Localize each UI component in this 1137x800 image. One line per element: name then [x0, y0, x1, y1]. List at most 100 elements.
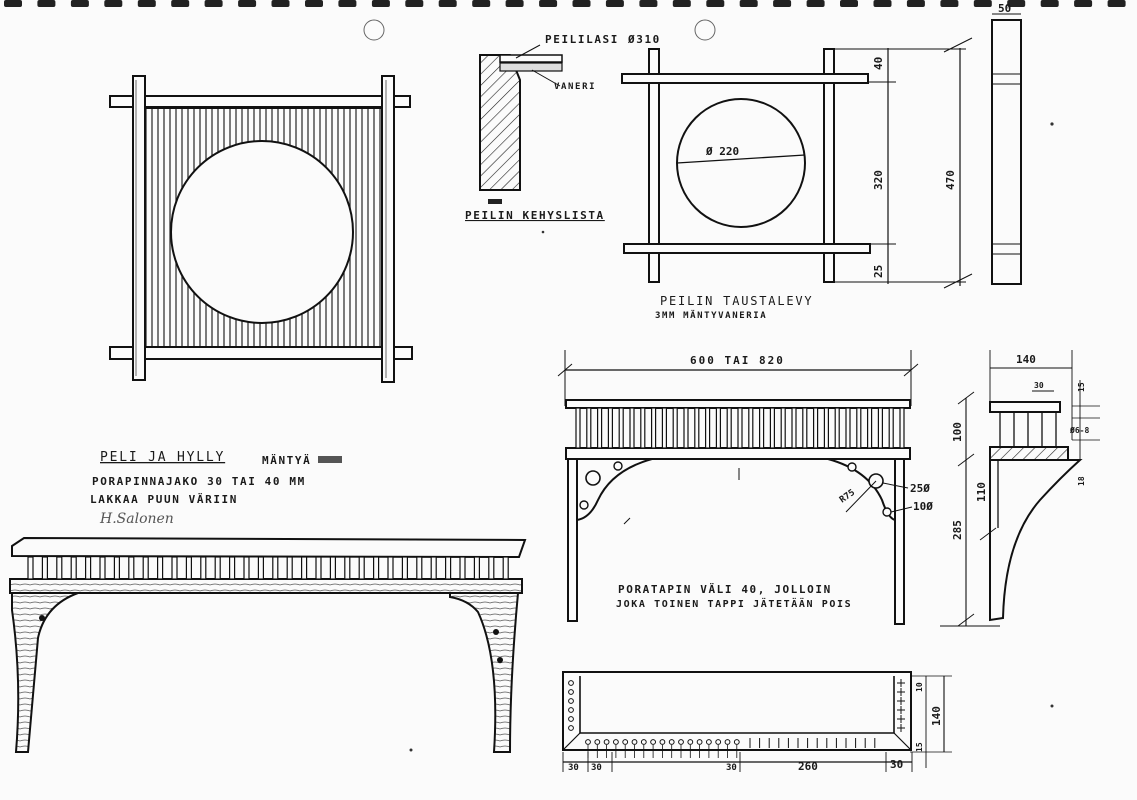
sketch-dowel — [301, 556, 308, 580]
sketch-dowel — [142, 556, 149, 580]
plan-hole — [631, 739, 638, 745]
dim-total: 470 — [944, 170, 957, 190]
circle-diameter: Ø 220 — [705, 145, 739, 158]
punch-hole-mark — [694, 19, 716, 41]
front-dowel — [791, 407, 797, 449]
binding-hole — [739, 0, 758, 7]
binding-hole — [906, 0, 925, 7]
binding-hole — [104, 0, 123, 7]
sketch-dowel — [257, 556, 264, 580]
sketch-dowel — [502, 556, 509, 580]
backboard-top-rail — [621, 73, 869, 84]
sketch-dowel — [459, 556, 466, 580]
mirror-circle-opening — [170, 140, 354, 324]
sketch-dowel — [272, 556, 279, 580]
side-bracket-upper: 110 — [975, 482, 988, 502]
plan-dim-b: 30 — [591, 763, 602, 773]
sketch-dowel — [430, 556, 437, 580]
sketch-dowel — [373, 556, 380, 580]
plan-dim-a: 30 — [568, 763, 579, 773]
sketch-dowel — [157, 556, 164, 580]
binding-hole — [1107, 0, 1126, 7]
side-offset: 30 — [1034, 381, 1044, 390]
notes-title: PELI JA HYLLY — [100, 450, 225, 465]
front-dowel — [834, 407, 840, 449]
dim-bottom: 25 — [872, 265, 885, 278]
sketch-dowel — [56, 556, 63, 580]
front-dowel — [737, 407, 743, 449]
plan-hole — [659, 739, 666, 745]
binding-holes-strip — [4, 0, 1126, 7]
plan-hole — [668, 739, 675, 745]
binding-hole — [204, 0, 223, 7]
plan-hole — [568, 716, 574, 722]
sketch-dowel — [315, 556, 322, 580]
front-dowel — [845, 407, 851, 449]
sketch-dowel — [286, 556, 293, 580]
side-bracket-total: 285 — [951, 520, 964, 540]
backboard-right-stile — [823, 48, 835, 283]
glass-diameter: Ø310 — [627, 33, 661, 46]
sketch-dowel — [416, 556, 423, 580]
hole-small-dia: 10Ø — [913, 500, 933, 513]
binding-hole — [505, 0, 524, 7]
plan-hole — [622, 739, 629, 745]
sketch-left-bracket — [11, 592, 79, 753]
side-rail-height: 100 — [951, 422, 964, 442]
sketch-dowel — [41, 556, 49, 580]
sketch-dowel — [84, 556, 92, 580]
side-dowel-dia: Ø6-8 — [1069, 425, 1089, 435]
front-dowel — [715, 407, 722, 449]
binding-hole — [137, 0, 156, 7]
shelf-width-dim: 600 TAI 820 — [690, 354, 785, 367]
sketch-dowel — [70, 556, 77, 580]
plan-hole — [585, 739, 591, 745]
front-right-bracket — [827, 458, 896, 521]
plan-hole — [603, 739, 610, 745]
front-dowel — [866, 407, 873, 449]
front-shelf-board — [565, 447, 911, 460]
plan-hole — [640, 739, 647, 745]
glass-label: PEILILASI — [545, 33, 619, 46]
sketch-dowel — [128, 556, 135, 580]
dowel-note-line2: JOKA TOINEN TAPPI JÄTETÄÄN POIS — [616, 596, 852, 610]
mirror-left-stile — [132, 75, 146, 381]
plan-dim-mid: 260 — [798, 760, 818, 773]
backboard-drawing: Ø 220 40 320 25 470 50 PEILIN TAUSTALEVY… — [621, 2, 1022, 321]
binding-hole — [271, 0, 290, 7]
binding-hole — [639, 0, 658, 7]
binding-hole — [70, 0, 89, 7]
front-dowel — [650, 407, 657, 449]
binding-hole — [840, 0, 858, 7]
shelf-top-board — [11, 536, 527, 559]
side-width: 50 — [998, 2, 1011, 15]
shelf-sketch-dowels — [27, 556, 509, 580]
front-dowel — [629, 407, 635, 449]
notes-material: MÄNTYÄ — [262, 453, 311, 467]
mirror-right-stile — [381, 75, 395, 383]
signature: H.Salonen — [99, 511, 174, 527]
plan-hole — [696, 739, 703, 745]
front-dowel — [823, 407, 830, 449]
backboard-circle — [676, 98, 806, 228]
side-shelf-thick: 18 — [1077, 476, 1086, 486]
shelf-bottom-board — [9, 578, 523, 594]
notes-block: PELI JA HYLLY MÄNTYÄ PORAPINNAJAKO 30 TA… — [90, 450, 342, 527]
front-top-rail — [565, 399, 911, 409]
plan-outer — [562, 671, 912, 751]
front-dowel — [780, 407, 786, 449]
front-dowel — [575, 407, 581, 449]
front-left-bracket — [576, 458, 653, 521]
sketch-dowel — [329, 556, 336, 580]
dim-top: 40 — [872, 57, 885, 70]
sketch-dowel — [113, 556, 121, 580]
binding-hole — [539, 0, 558, 7]
plan-dim-d: 30 — [890, 758, 903, 771]
binding-hole — [1040, 0, 1059, 7]
hole-big-dia: 25Ø — [910, 482, 930, 495]
plan-dowel-marks — [568, 679, 905, 758]
binding-hole — [305, 0, 323, 7]
front-dowel — [618, 407, 624, 449]
binding-hole — [572, 0, 591, 7]
front-dowel — [694, 407, 700, 449]
